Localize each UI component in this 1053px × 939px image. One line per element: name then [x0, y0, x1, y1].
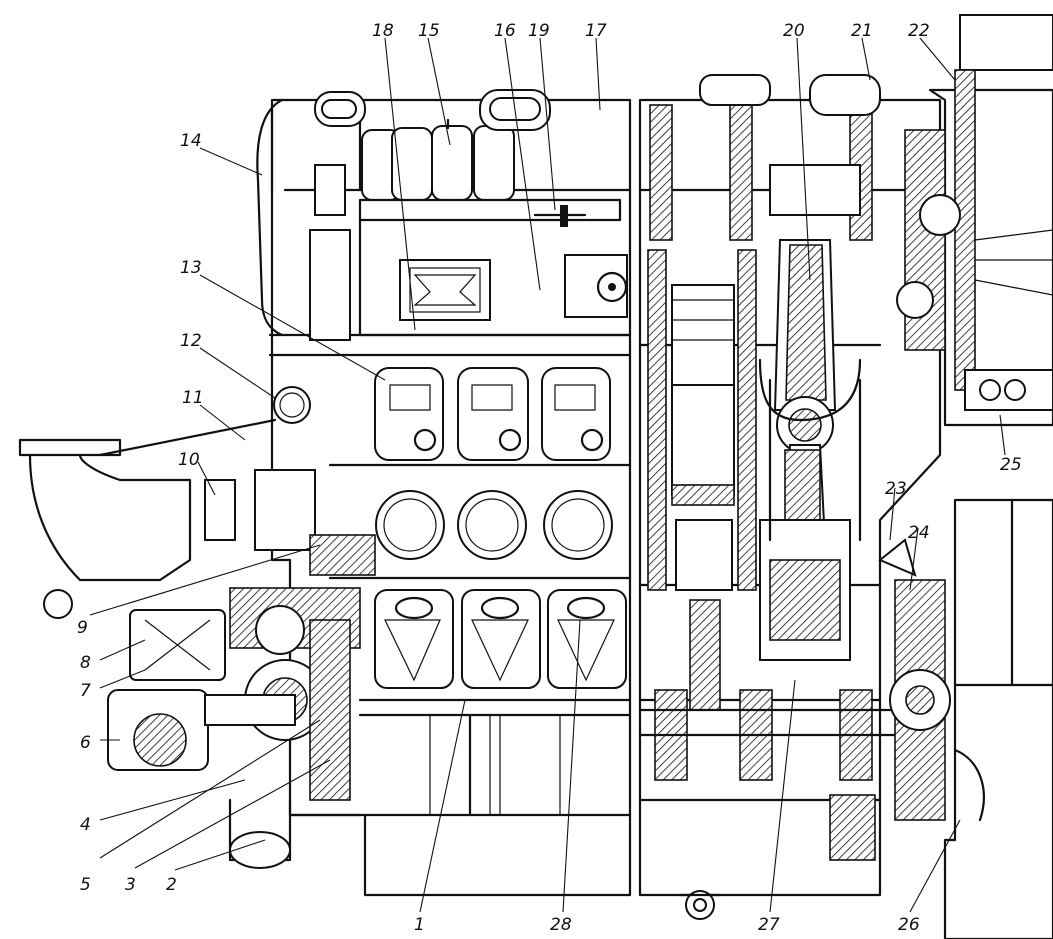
intake-manifold — [18, 386, 376, 619]
turbine-housing — [896, 14, 1053, 427]
callout-19: 19 — [528, 21, 550, 41]
callout-labels: 18 15 16 19 17 20 21 22 14 13 12 11 10 2… — [77, 21, 1022, 935]
callout-8: 8 — [80, 653, 91, 673]
callout-15: 15 — [418, 21, 440, 41]
engine-side-view — [18, 89, 632, 897]
callout-7: 7 — [80, 681, 91, 701]
front-accessories — [107, 587, 362, 869]
callout-14: 14 — [180, 131, 202, 151]
callout-24: 24 — [908, 523, 930, 543]
callout-5: 5 — [80, 875, 91, 895]
generator — [878, 498, 1053, 939]
fuel-pump-windows — [374, 367, 611, 461]
callout-16: 16 — [494, 21, 516, 41]
callout-2: 2 — [166, 875, 177, 895]
leader-lines — [89, 37, 1006, 913]
callout-1: 1 — [414, 915, 425, 935]
callout-11: 11 — [182, 388, 204, 408]
callout-9: 9 — [77, 618, 88, 638]
callout-4: 4 — [80, 815, 91, 835]
callout-23: 23 — [885, 479, 907, 499]
callout-20: 20 — [783, 21, 805, 41]
callout-3: 3 — [125, 875, 136, 895]
crankcase-doors — [374, 589, 627, 689]
callout-22: 22 — [908, 21, 930, 41]
callout-13: 13 — [180, 258, 202, 278]
callout-21: 21 — [851, 21, 873, 41]
filters-15 — [361, 116, 515, 201]
connecting-rod — [759, 239, 851, 661]
callout-27: 27 — [758, 915, 780, 935]
callout-28: 28 — [550, 915, 572, 935]
callout-10: 10 — [178, 450, 200, 470]
callout-6: 6 — [80, 733, 91, 753]
engine-section-view — [638, 74, 942, 920]
callout-25: 25 — [1000, 455, 1022, 475]
callout-12: 12 — [180, 331, 202, 351]
callout-17: 17 — [585, 21, 607, 41]
callout-18: 18 — [372, 21, 394, 41]
callout-26: 26 — [898, 915, 920, 935]
cylinder-ports — [375, 490, 613, 560]
